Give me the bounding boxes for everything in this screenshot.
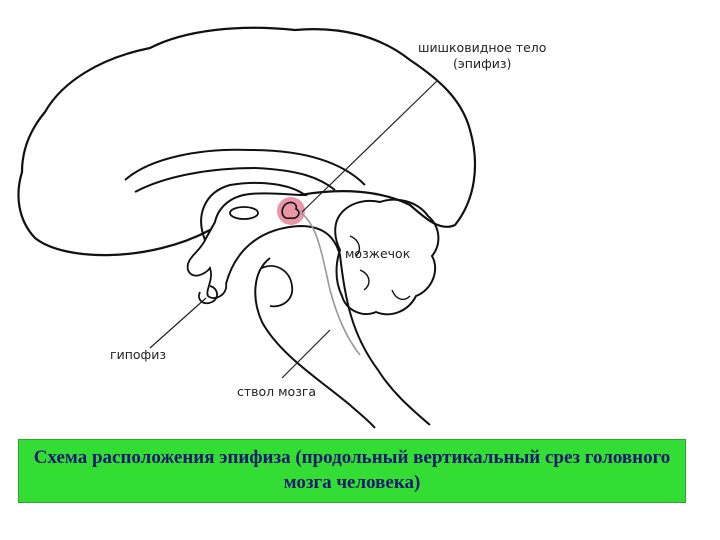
corpus-callosum-contour	[134, 166, 336, 193]
tract-line	[299, 211, 361, 356]
brainstem-anterior	[254, 257, 376, 429]
cerebrum-outline	[17, 26, 477, 257]
label-pineal-line2: (эпифиз)	[453, 55, 512, 71]
caption-text: Схема расположения эпифиза (продольный в…	[33, 447, 671, 493]
pituitary-gland	[198, 285, 218, 305]
pineal-leader-line	[301, 79, 439, 213]
cerebellum-folia	[349, 235, 411, 301]
pineal-highlight	[277, 197, 305, 225]
pons-bulge	[261, 265, 294, 308]
brainstem-outline	[225, 224, 431, 426]
cerebellum-outline	[334, 198, 440, 316]
pituitary-leader-line	[149, 297, 207, 349]
label-pineal-line1: шишковидное тело	[418, 40, 547, 55]
label-brainstem: ствол мозга	[237, 384, 317, 399]
cingulate-contour	[124, 148, 366, 186]
label-pituitary: гипофиз	[110, 347, 166, 362]
hypothalamus-outline	[186, 239, 227, 299]
pineal-gland	[281, 201, 300, 220]
brainstem-leader-line	[281, 329, 331, 379]
corpus-callosum	[200, 181, 309, 243]
brain-sagittal-diagram	[17, 26, 477, 429]
thalamic-adhesion	[229, 206, 259, 220]
label-cerebellum: мозжечок	[345, 246, 411, 261]
caption-box: Схема расположения эпифиза (продольный в…	[18, 439, 686, 503]
label-pineal: шишковидное тело (эпифиз)	[418, 40, 546, 71]
